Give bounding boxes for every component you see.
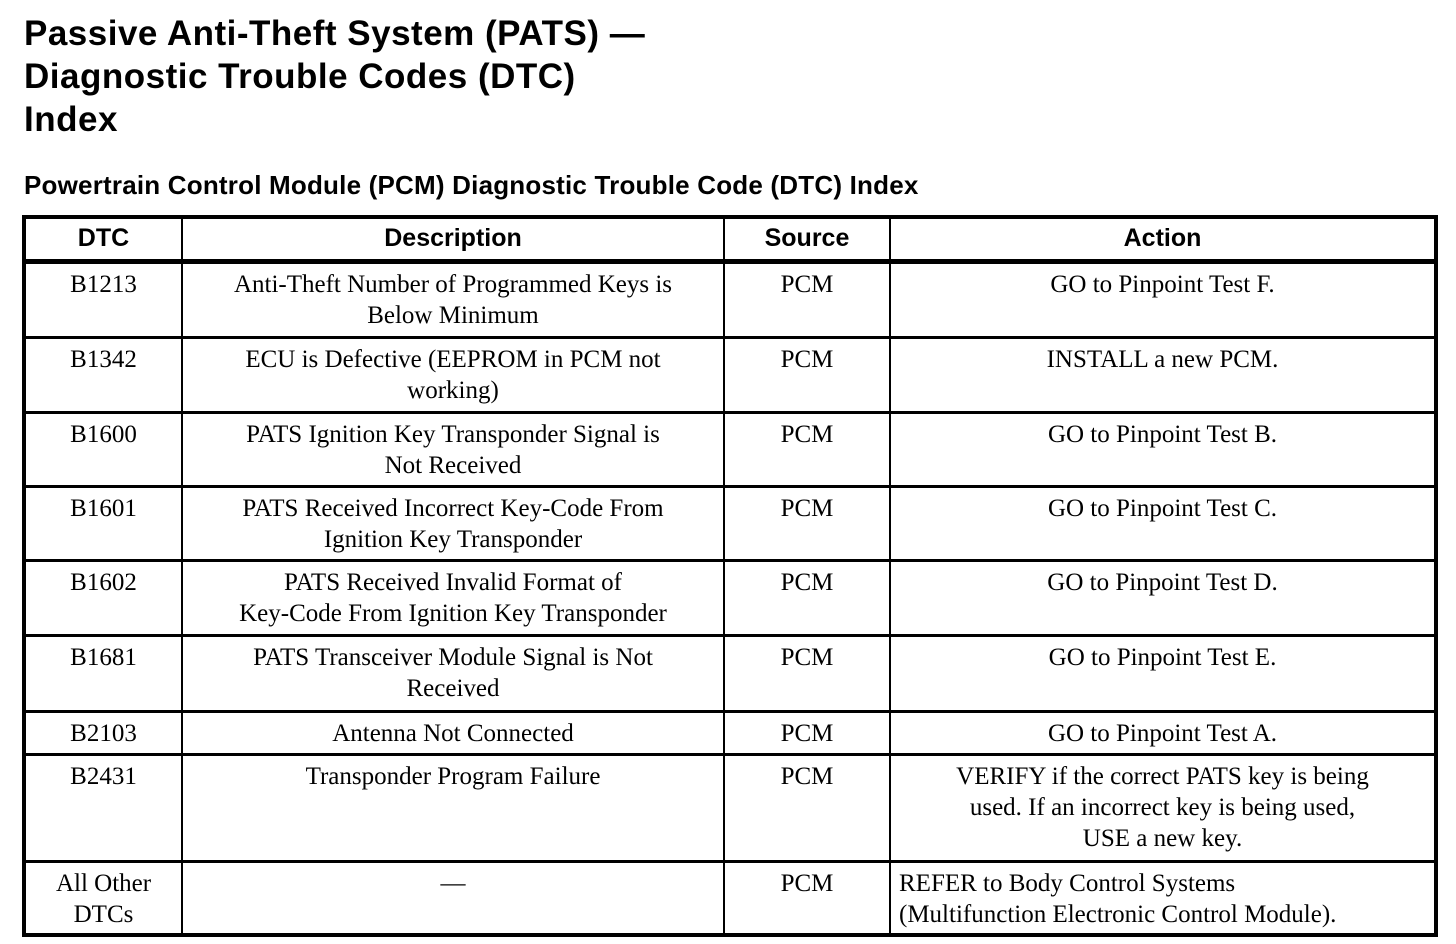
column-header-dtc: DTC xyxy=(23,217,183,264)
description-cell: PATS Transceiver Module Signal is Not Re… xyxy=(181,633,725,713)
dtc-cell: B2431 xyxy=(23,752,183,863)
action-cell: INSTALL a new PCM. xyxy=(889,335,1437,414)
table-caption: Powertrain Control Module (PCM) Diagnost… xyxy=(24,170,919,200)
dtc-cell: B1602 xyxy=(23,558,183,637)
action-cell: GO to Pinpoint Test A. xyxy=(889,709,1437,756)
dtc-cell: B1681 xyxy=(23,633,183,713)
table-row: B1601 PATS Received Incorrect Key-Code F… xyxy=(23,484,1437,562)
table-row: B2431 Transponder Program Failure PCM VE… xyxy=(23,752,1437,863)
source-cell: PCM xyxy=(723,558,891,637)
page-title-line-1: Passive Anti-Theft System (PATS) — xyxy=(24,14,646,53)
dtc-cell: B1601 xyxy=(23,484,183,562)
action-cell: GO to Pinpoint Test F. xyxy=(889,259,1437,339)
action-cell: REFER to Body Control Systems (Multifunc… xyxy=(889,859,1437,937)
table-header-row: DTC Description Source Action xyxy=(23,217,1437,264)
source-cell: PCM xyxy=(723,752,891,863)
source-cell: PCM xyxy=(723,709,891,756)
table-row: B1600 PATS Ignition Key Transponder Sign… xyxy=(23,410,1437,488)
page-title-line-3: Index xyxy=(24,100,118,139)
description-cell: ECU is Defective (EEPROM in PCM not work… xyxy=(181,335,725,414)
description-cell: Anti-Theft Number of Programmed Keys is … xyxy=(181,259,725,339)
table-row: B1213 Anti-Theft Number of Programmed Ke… xyxy=(23,259,1437,339)
dtc-index-table: DTC Description Source Action B1213 Anti… xyxy=(22,215,1438,937)
column-header-description: Description xyxy=(181,217,725,264)
action-cell: GO to Pinpoint Test C. xyxy=(889,484,1437,562)
dtc-cell: B1213 xyxy=(23,259,183,339)
source-cell: PCM xyxy=(723,859,891,937)
description-cell: PATS Received Invalid Format of Key-Code… xyxy=(181,558,725,637)
action-cell: GO to Pinpoint Test D. xyxy=(889,558,1437,637)
page-title-line-2: Diagnostic Trouble Codes (DTC) xyxy=(24,57,576,96)
column-header-action: Action xyxy=(889,217,1437,264)
dtc-cell: All Other DTCs xyxy=(23,859,183,937)
action-cell: GO to Pinpoint Test E. xyxy=(889,633,1437,713)
source-cell: PCM xyxy=(723,484,891,562)
description-cell: PATS Received Incorrect Key-Code From Ig… xyxy=(181,484,725,562)
source-cell: PCM xyxy=(723,633,891,713)
dtc-cell: B1342 xyxy=(23,335,183,414)
dtc-cell: B2103 xyxy=(23,709,183,756)
description-cell: PATS Ignition Key Transponder Signal is … xyxy=(181,410,725,488)
column-header-source: Source xyxy=(723,217,891,264)
source-cell: PCM xyxy=(723,259,891,339)
description-cell: Transponder Program Failure xyxy=(181,752,725,863)
table-row: B1681 PATS Transceiver Module Signal is … xyxy=(23,633,1437,713)
action-cell: GO to Pinpoint Test B. xyxy=(889,410,1437,488)
source-cell: PCM xyxy=(723,335,891,414)
table-row: B2103 Antenna Not Connected PCM GO to Pi… xyxy=(23,709,1437,756)
description-cell: Antenna Not Connected xyxy=(181,709,725,756)
table-row: B1602 PATS Received Invalid Format of Ke… xyxy=(23,558,1437,637)
dtc-cell: B1600 xyxy=(23,410,183,488)
table-row: B1342 ECU is Defective (EEPROM in PCM no… xyxy=(23,335,1437,414)
page-title: Passive Anti-Theft System (PATS) — Diagn… xyxy=(24,12,1434,141)
table-row: All Other DTCs — PCM REFER to Body Contr… xyxy=(23,859,1437,937)
action-cell: VERIFY if the correct PATS key is being … xyxy=(889,752,1437,863)
source-cell: PCM xyxy=(723,410,891,488)
description-cell: — xyxy=(181,859,725,937)
